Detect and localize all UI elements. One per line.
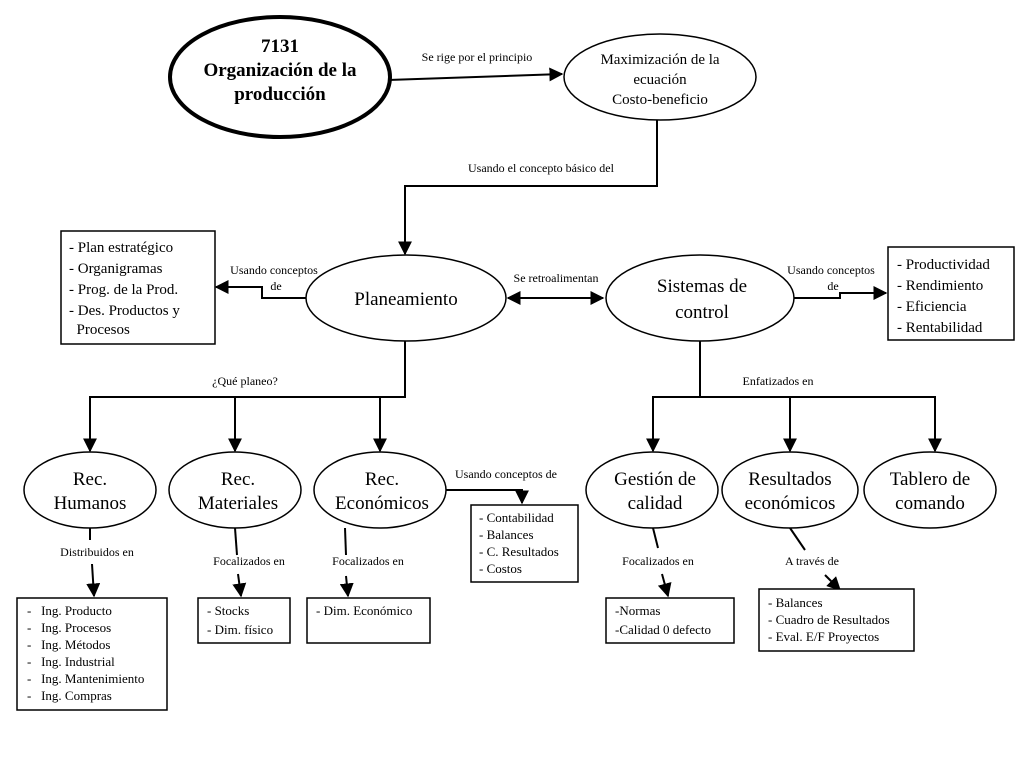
tablero-line-1: Tablero de: [890, 469, 970, 490]
node-rec-economicos: Rec. Económicos: [313, 451, 447, 529]
label-distribuidos: Distribuidos en: [60, 545, 134, 559]
root-line-1: 7131: [261, 36, 299, 57]
label-se-rige: Se rige por el principio: [422, 50, 533, 64]
label-usando-conceptos-econ: Usando conceptos de: [455, 467, 557, 481]
ingenierias-item: - Ing. Compras: [27, 688, 112, 703]
edge-sist-gestion: [646, 340, 701, 453]
edge-planeamiento-planlist: [214, 280, 306, 299]
planeamiento-label: Planeamiento: [354, 289, 457, 310]
label-focalizados-econ: Focalizados en: [332, 554, 404, 568]
edge-maximizacion-planeamiento: [398, 118, 658, 256]
label-focalizados-mat: Focalizados en: [213, 554, 285, 568]
box-dim-economico: - Dim. Económico: [306, 597, 431, 644]
maximizacion-line-1: Maximización de la: [600, 52, 719, 68]
plan-list-item: - Prog. de la Prod.: [69, 282, 178, 298]
edge-resultados-balances: [824, 574, 841, 591]
edge-econ-dim: [339, 575, 354, 598]
tablero-line-2: comando: [895, 493, 965, 514]
edge-plan-humanos: [83, 340, 406, 453]
normas-item: -Calidad 0 defecto: [615, 622, 711, 637]
plan-list-item: - Plan estratégico: [69, 240, 173, 256]
node-gestion: Gestión de calidad: [585, 451, 719, 529]
edge-humanos-ing: [86, 563, 101, 598]
edge-root-maximizacion: [387, 67, 564, 82]
label-que-planeo: ¿Qué planeo?: [212, 374, 278, 388]
box-normas: -Normas -Calidad 0 defecto: [605, 597, 735, 644]
rec-humanos-line-1: Rec.: [73, 469, 107, 490]
box-plan-list: - Plan estratégico - Organigramas - Prog…: [60, 230, 216, 345]
edge-sistemas-controllist: [794, 286, 888, 300]
edge-sist-tablero: [700, 396, 942, 453]
node-planeamiento: Planeamiento: [305, 254, 507, 342]
node-resultados: Resultados económicos: [721, 451, 859, 529]
control-list-item: - Rentabilidad: [897, 320, 983, 336]
sistemas-line-2: control: [675, 302, 729, 323]
node-sistemas: Sistemas de control: [605, 254, 795, 342]
normas-item: -Normas: [615, 603, 661, 618]
label-usando-conceptos-left-de: de: [270, 279, 281, 293]
edge-materiales-stocks: [232, 573, 247, 598]
rec-materiales-line-1: Rec.: [221, 469, 255, 490]
label-focalizados-gest: Focalizados en: [622, 554, 694, 568]
gestion-line-1: Gestión de: [614, 469, 696, 490]
node-rec-materiales: Rec. Materiales: [168, 451, 302, 529]
contabilidad-item: - Costos: [479, 561, 522, 576]
root-line-3: producción: [234, 84, 326, 105]
balances-item: - Eval. E/F Proyectos: [768, 629, 879, 644]
stub-resultados: [789, 527, 806, 551]
label-se-retroalimentan: Se retroalimentan: [514, 271, 599, 285]
edge-econ-contabilidad: [444, 489, 529, 505]
node-maximizacion: Maximización de la ecuación Costo-benefi…: [563, 33, 757, 121]
label-a-traves: A través de: [785, 554, 839, 568]
label-enfatizados: Enfatizados en: [743, 374, 814, 388]
ingenierias-item: - Ing. Procesos: [27, 620, 111, 635]
sistemas-line-1: Sistemas de: [657, 276, 747, 297]
node-root: 7131 Organización de la producción: [168, 15, 392, 139]
ingenierias-item: - Ing. Métodos: [27, 637, 110, 652]
dim-economico-item: - Dim. Económico: [316, 603, 412, 618]
plan-list-item: Procesos: [69, 322, 130, 338]
stub-gestion: [652, 527, 659, 549]
plan-list-item: - Des. Productos y: [69, 303, 180, 319]
box-stocks: - Stocks - Dim. físico: [197, 597, 291, 644]
label-usando-conceptos-right-de: de: [827, 279, 838, 293]
resultados-line-1: Resultados: [748, 469, 831, 490]
box-contabilidad: - Contabilidad - Balances - C. Resultado…: [470, 504, 579, 583]
stub-economicos: [344, 527, 347, 556]
ingenierias-item: - Ing. Mantenimiento: [27, 671, 144, 686]
label-usando-conceptos-right: Usando conceptos: [787, 263, 875, 277]
box-ingenierias: - Ing. Producto - Ing. Procesos - Ing. M…: [16, 597, 168, 711]
ingenierias-item: - Ing. Industrial: [27, 654, 115, 669]
contabilidad-item: - C. Resultados: [479, 544, 559, 559]
plan-list-item: - Organigramas: [69, 261, 163, 277]
balances-item: - Cuadro de Resultados: [768, 612, 890, 627]
rec-humanos-line-2: Humanos: [54, 493, 127, 514]
ingenierias-item: - Ing. Producto: [27, 603, 112, 618]
control-list-item: - Rendimiento: [897, 278, 983, 294]
gestion-line-2: calidad: [628, 493, 683, 514]
label-usando-basico: Usando el concepto básico del: [468, 161, 615, 175]
rec-materiales-line-2: Materiales: [198, 493, 278, 514]
control-list-item: - Productividad: [897, 257, 990, 273]
box-control-list: - Productividad - Rendimiento - Eficienc…: [887, 246, 1015, 341]
box-balances: - Balances - Cuadro de Resultados - Eval…: [758, 588, 915, 652]
maximizacion-line-2: ecuación: [633, 72, 687, 88]
rec-economicos-line-1: Rec.: [365, 469, 399, 490]
stocks-item: - Stocks: [207, 603, 249, 618]
label-usando-conceptos-left: Usando conceptos: [230, 263, 318, 277]
balances-item: - Balances: [768, 595, 823, 610]
stub-materiales: [234, 527, 238, 556]
maximizacion-line-3: Costo-beneficio: [612, 92, 708, 108]
resultados-line-2: económicos: [745, 493, 836, 514]
root-line-2: Organización de la: [203, 60, 357, 81]
control-list-item: - Eficiencia: [897, 299, 967, 315]
edge-gestion-normas: [657, 573, 672, 598]
node-tablero: Tablero de comando: [863, 451, 997, 529]
stocks-item: - Dim. físico: [207, 622, 273, 637]
contabilidad-item: - Balances: [479, 527, 534, 542]
rec-economicos-line-2: Económicos: [335, 493, 429, 514]
contabilidad-item: - Contabilidad: [479, 510, 554, 525]
node-rec-humanos: Rec. Humanos: [23, 451, 157, 529]
